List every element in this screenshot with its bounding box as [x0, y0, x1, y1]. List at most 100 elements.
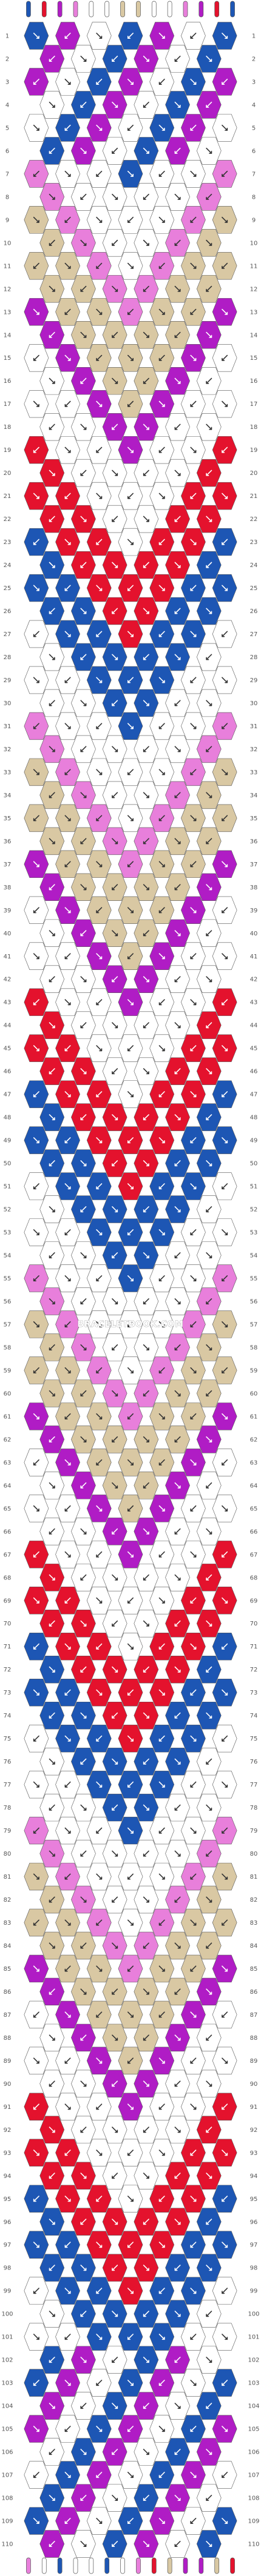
- arrow-down-right-icon: [190, 1183, 197, 1190]
- arrow-down-left-icon: [33, 2472, 39, 2478]
- row-label-left: 72: [4, 1667, 12, 1673]
- row-label-right: 68: [250, 1575, 258, 1581]
- arrow-down-right-icon: [222, 1413, 228, 1419]
- arrow-down-left-icon: [112, 1252, 118, 1259]
- arrow-down-right-icon: [222, 2149, 228, 2156]
- arrow-down-right-icon: [174, 2219, 181, 2225]
- arrow-down-left-icon: [33, 1827, 39, 1834]
- string-bottom-5: [89, 2557, 94, 2574]
- arrow-down-left-icon: [80, 2126, 87, 2133]
- row-label-left: 27: [4, 631, 12, 638]
- row-label-left: 7: [5, 171, 9, 178]
- arrow-down-right-icon: [96, 2242, 103, 2248]
- arrow-down-right-icon: [49, 2126, 55, 2133]
- arrow-down-right-icon: [96, 585, 103, 591]
- arrow-down-left-icon: [206, 2495, 212, 2501]
- arrow-down-left-icon: [158, 78, 165, 85]
- arrow-down-right-icon: [143, 976, 149, 983]
- arrow-down-right-icon: [143, 2265, 149, 2271]
- row-label-right: 91: [250, 2104, 258, 2111]
- row-label-left: 23: [4, 539, 12, 546]
- row-label-right: 93: [250, 2150, 258, 2157]
- arrow-down-left-icon: [222, 2103, 228, 2110]
- arrow-down-right-icon: [158, 1965, 165, 1972]
- arrow-down-left-icon: [143, 2034, 149, 2041]
- arrow-down-left-icon: [190, 1137, 197, 1144]
- arrow-down-left-icon: [158, 354, 165, 361]
- arrow-down-right-icon: [49, 838, 55, 845]
- arrow-down-right-icon: [143, 516, 149, 522]
- arrow-down-left-icon: [96, 354, 103, 361]
- row-label-right: 75: [250, 1736, 258, 1742]
- arrow-down-left-icon: [127, 1505, 134, 1512]
- row-label-right: 77: [250, 1782, 258, 1788]
- arrow-down-left-icon: [222, 1459, 228, 1466]
- row-label-right: 88: [250, 2035, 258, 2042]
- arrow-down-right-icon: [143, 423, 149, 430]
- arrow-down-left-icon: [96, 170, 103, 177]
- arrow-down-left-icon: [143, 930, 149, 937]
- row-label-left: 103: [1, 2380, 13, 2387]
- arrow-down-right-icon: [206, 2080, 212, 2087]
- row-label-right: 86: [250, 1989, 258, 1996]
- arrow-down-left-icon: [127, 2426, 134, 2432]
- arrow-down-left-icon: [80, 746, 87, 752]
- arrow-down-left-icon: [112, 2173, 118, 2179]
- arrow-down-left-icon: [80, 101, 87, 108]
- row-label-left: 110: [1, 2541, 13, 2548]
- arrow-down-right-icon: [222, 2242, 228, 2248]
- arrow-down-left-icon: [112, 516, 118, 522]
- arrow-down-left-icon: [112, 2357, 118, 2363]
- arrow-down-left-icon: [112, 1712, 118, 1719]
- row-label-left: 71: [4, 1644, 12, 1650]
- arrow-down-left-icon: [158, 631, 165, 637]
- row-label-left: 49: [4, 1138, 12, 1144]
- arrow-down-right-icon: [112, 377, 118, 384]
- arrow-down-right-icon: [64, 78, 71, 85]
- arrow-down-right-icon: [174, 193, 181, 200]
- arrow-down-left-icon: [112, 976, 118, 983]
- arrow-down-left-icon: [174, 884, 181, 891]
- arrow-down-right-icon: [64, 539, 71, 545]
- arrow-down-left-icon: [112, 1344, 118, 1350]
- arrow-down-left-icon: [222, 446, 228, 453]
- row-label-right: 54: [250, 1253, 258, 1260]
- arrow-down-right-icon: [80, 976, 87, 983]
- arrow-down-left-icon: [64, 585, 71, 591]
- arrow-down-left-icon: [64, 124, 71, 131]
- row-label-left: 20: [4, 470, 12, 477]
- arrow-down-left-icon: [80, 562, 87, 568]
- row-label-left: 42: [4, 977, 12, 983]
- arrow-down-left-icon: [190, 1505, 197, 1512]
- arrow-down-right-icon: [143, 1528, 149, 1535]
- arrow-down-right-icon: [143, 1252, 149, 1259]
- string-bottom-6: [104, 2557, 110, 2574]
- string-bottom-1: [26, 2557, 31, 2574]
- row-label-right: 35: [250, 815, 258, 822]
- string-bottom-12: [198, 2557, 204, 2574]
- row-label-right: 10: [250, 240, 258, 247]
- arrow-down-right-icon: [80, 1068, 87, 1075]
- string-bottom-8: [136, 2557, 141, 2574]
- arrow-down-left-icon: [174, 792, 181, 798]
- arrow-down-right-icon: [206, 1252, 212, 1259]
- arrow-down-right-icon: [112, 2034, 118, 2041]
- arrow-down-right-icon: [222, 677, 228, 683]
- row-label-right: 34: [250, 792, 258, 799]
- arrow-down-left-icon: [174, 147, 181, 154]
- arrow-down-right-icon: [190, 539, 197, 545]
- row-label-left: 82: [4, 1897, 12, 1904]
- arrow-down-right-icon: [127, 815, 134, 822]
- arrow-down-right-icon: [158, 2057, 165, 2064]
- arrow-down-left-icon: [49, 1528, 55, 1535]
- arrow-down-right-icon: [96, 493, 103, 499]
- row-label-left: 25: [4, 585, 12, 592]
- watermark: BRACELETBOOK.COM: [78, 1320, 184, 1329]
- strands-layer: [26, 1, 235, 2574]
- row-label-left: 26: [4, 608, 12, 615]
- arrow-down-left-icon: [190, 861, 197, 868]
- row-label-left: 101: [1, 2334, 13, 2341]
- arrow-down-right-icon: [158, 400, 165, 407]
- arrow-down-left-icon: [174, 331, 181, 338]
